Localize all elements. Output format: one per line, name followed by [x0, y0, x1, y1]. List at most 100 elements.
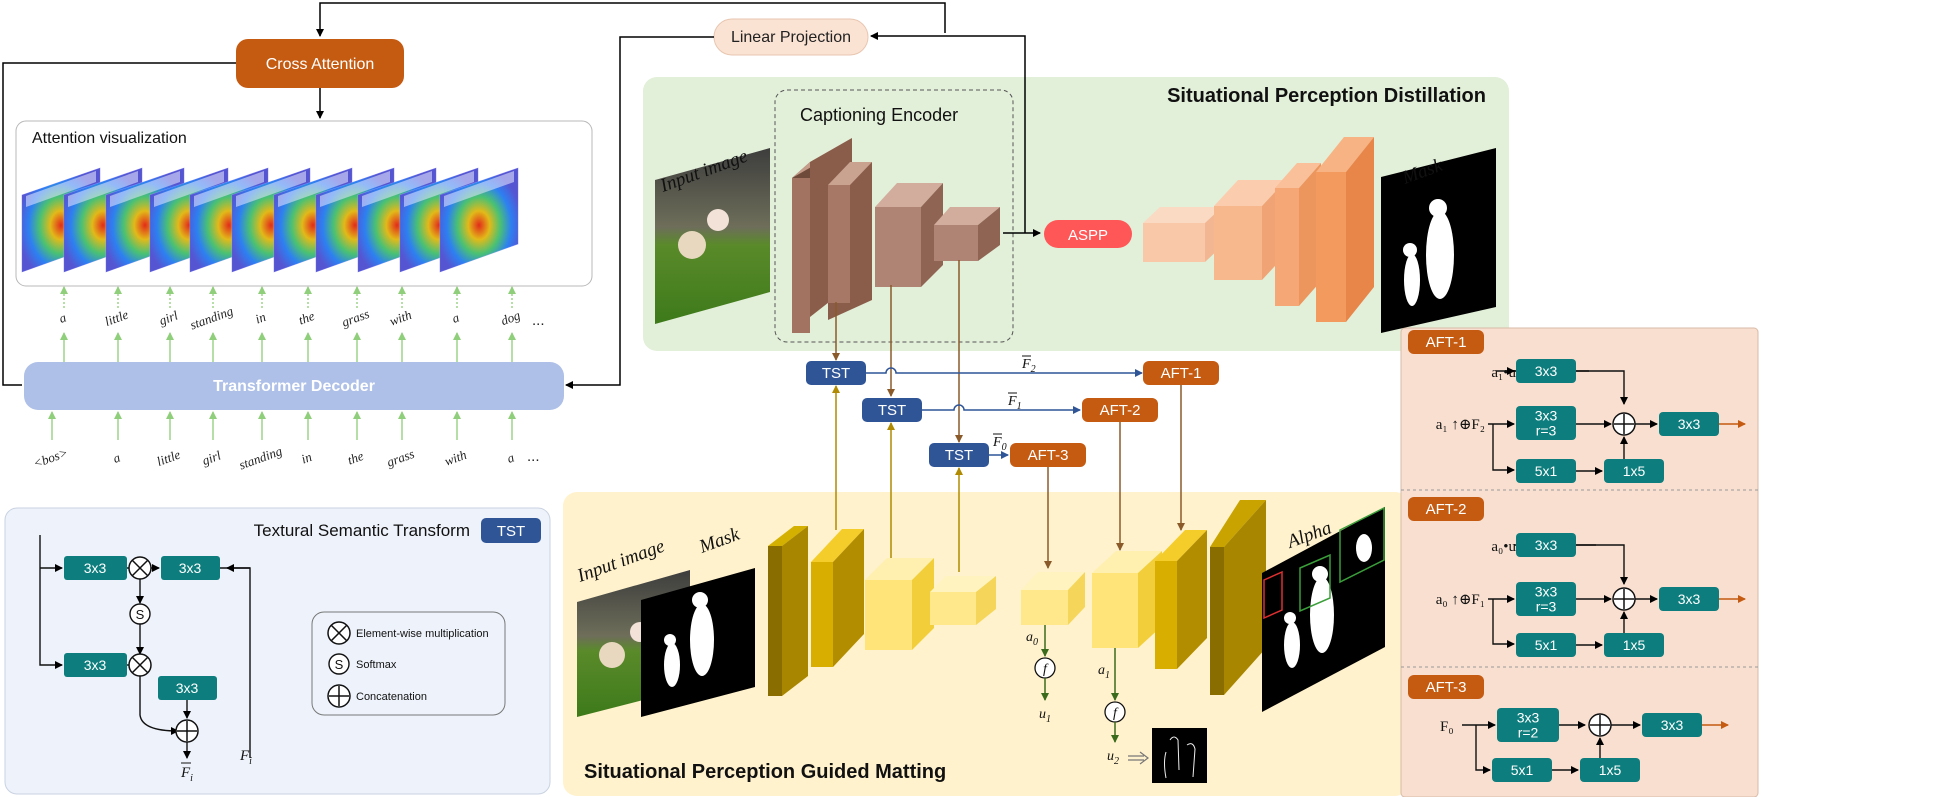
legend-multiply-icon — [327, 621, 351, 645]
aft1-panel-badge — [1408, 330, 1484, 354]
word-label: a — [505, 449, 517, 465]
aft1-formula-2: a₁ ↑⊕F₂ — [1436, 417, 1485, 433]
softmax-icon: S — [129, 603, 151, 625]
word-label: with — [387, 307, 413, 329]
aft2-formula-2: a₀ ↑⊕F₁ — [1436, 592, 1485, 608]
aft2-panel-badge-label: AFT-2 — [1426, 501, 1467, 518]
spd-decoder-blocks — [1143, 137, 1374, 322]
aft2-conv-3x3-r3-label: r=3 — [1536, 599, 1557, 615]
tst-panel — [4, 507, 551, 795]
tst-conv-a — [64, 556, 127, 580]
aft3-conv-out-label: 3x3 — [1661, 717, 1684, 733]
heatmap-tile — [439, 167, 519, 273]
spd-panel — [643, 77, 1509, 351]
aft3-label: AFT-3 — [1028, 447, 1069, 464]
word-label: dog — [499, 307, 523, 328]
spd-input-image — [655, 148, 770, 324]
aft1-conv-3x3-r3-label: 3x3 — [1535, 408, 1558, 424]
svg-text:S: S — [136, 607, 145, 622]
aft2-label: AFT-2 — [1100, 402, 1141, 419]
a1-label: a1 — [1098, 663, 1110, 681]
aspp-label: ASPP — [1068, 227, 1108, 244]
f0-label: F0 — [992, 435, 1007, 453]
word-label: grass — [340, 306, 372, 330]
aft3-conv-1x5-label: 1x5 — [1599, 762, 1622, 778]
concat-icon — [175, 719, 199, 743]
legend-softmax-label: Softmax — [356, 659, 397, 671]
u1-label: u1 — [1039, 707, 1051, 725]
tst-conv-d — [158, 676, 217, 700]
cross-attention-box — [236, 39, 404, 88]
word-label: a — [450, 309, 462, 325]
tst-box-3 — [929, 443, 989, 467]
tst-conv-c — [64, 653, 127, 677]
u2-label: u2 — [1107, 749, 1119, 767]
aft2-conv-1x5 — [1604, 633, 1664, 657]
aft3-conv-3x3-r2 — [1497, 708, 1559, 742]
aft1-conv-3x3-r3 — [1516, 406, 1576, 440]
encoder-blocks — [792, 138, 1000, 333]
f2-label: F2 — [1021, 357, 1036, 375]
aft2-conv-out-label: 3x3 — [1678, 591, 1701, 607]
word-label: a — [57, 309, 69, 325]
aft1-conv-out — [1659, 412, 1719, 436]
word-label: little — [155, 447, 183, 469]
word-label: standing — [188, 303, 236, 333]
aft1-label: AFT-1 — [1161, 365, 1202, 382]
word-label: in — [299, 449, 314, 467]
tst-conv-c-label: 3x3 — [84, 657, 107, 673]
fi-input-label: Fi — [239, 748, 252, 767]
aft1-conv-3x3 — [1516, 359, 1576, 383]
aft1-conv-3x3-label: 3x3 — [1535, 363, 1558, 379]
aft2-conv-3x3 — [1516, 533, 1576, 557]
tst-conv-d-label: 3x3 — [176, 680, 199, 696]
aft3-conv-3x3-r2-label: r=2 — [1518, 725, 1539, 741]
word-label: the — [296, 308, 316, 328]
legend-softmax-icon: S — [328, 653, 350, 675]
tst-panel-badge — [481, 518, 541, 543]
aft1-conv-out-label: 3x3 — [1678, 416, 1701, 432]
aft3-box — [1010, 443, 1086, 467]
multiply-icon — [128, 556, 152, 580]
word-label: <bos> — [31, 445, 70, 471]
aft1-conv-1x5 — [1604, 459, 1664, 483]
word-label: girl — [200, 447, 223, 468]
legend-concat-icon — [327, 684, 351, 708]
linear-projection-label: Linear Projection — [731, 29, 851, 46]
tst-label-2: TST — [878, 402, 906, 419]
aft2-conv-1x5-label: 1x5 — [1623, 637, 1646, 653]
tst-label-3: TST — [945, 447, 973, 464]
word-label: a — [111, 449, 123, 465]
tst-conv-b — [161, 556, 220, 580]
tst-legend — [311, 611, 506, 716]
f1-label: F1 — [1007, 394, 1022, 412]
spgm-title: Situational Perception Guided Matting — [584, 761, 946, 783]
aft1-conv-5x1-label: 5x1 — [1535, 463, 1558, 479]
svg-text:S: S — [335, 657, 344, 672]
f-function-label-1: f — [1043, 662, 1049, 677]
aft2-conv-5x1 — [1516, 633, 1576, 657]
legend-concat-label: Concatenation — [356, 691, 427, 703]
word-label: girl — [157, 307, 180, 328]
matting-decoder-blocks — [1021, 500, 1266, 695]
u2-output-arrow — [1128, 751, 1149, 765]
aft3-conv-5x1 — [1492, 758, 1552, 782]
f-function-label-2: f — [1113, 706, 1119, 721]
attention-heatmaps — [21, 167, 519, 273]
attention-visualization-label: Attention visualization — [32, 130, 187, 147]
tst-box-2 — [862, 398, 922, 422]
captioning-encoder-label: Captioning Encoder — [800, 105, 958, 125]
aft3-panel-badge — [1408, 675, 1484, 699]
aft2-conv-3x3-r3-label: 3x3 — [1535, 584, 1558, 600]
u2-output-image — [1152, 728, 1207, 783]
tst-conv-b-label: 3x3 — [179, 560, 202, 576]
aft1-conv-1x5-label: 1x5 — [1623, 463, 1646, 479]
tst-label-1: TST — [822, 365, 850, 382]
output-ellipsis: ... — [532, 312, 545, 329]
tst-box-1 — [806, 361, 866, 385]
aft1-conv-5x1 — [1516, 459, 1576, 483]
aft2-box — [1082, 398, 1158, 422]
